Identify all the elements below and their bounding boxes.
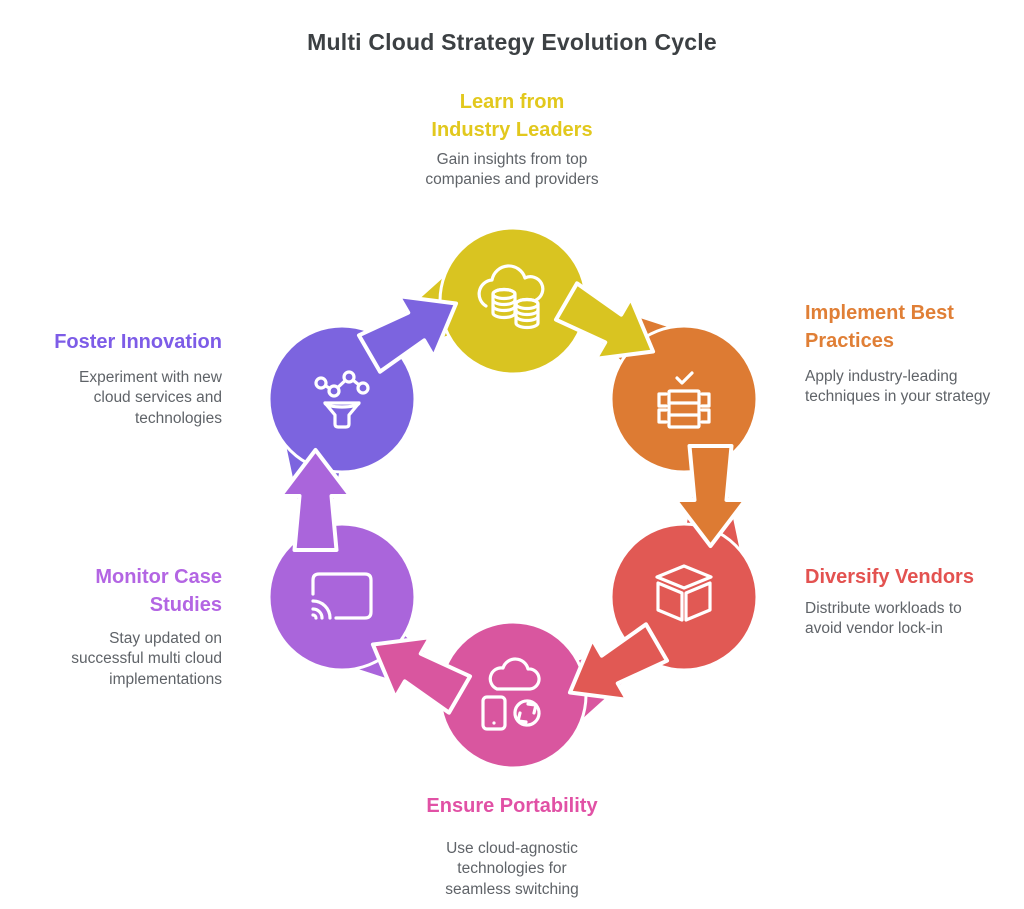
- page-title: Multi Cloud Strategy Evolution Cycle: [307, 29, 717, 55]
- arrow-diversify-to-ensure: [567, 622, 670, 702]
- step-description-implement: Apply industry-leading techniques in you…: [805, 368, 991, 406]
- step-description-monitor: Stay updated on successful multi cloud i…: [71, 630, 222, 688]
- step-heading-foster: Foster Innovation: [54, 331, 222, 353]
- step-heading-monitor: Monitor Case Studies: [95, 566, 222, 616]
- step-heading-ensure: Ensure Portability: [426, 795, 598, 817]
- network-funnel-icon: [314, 370, 370, 429]
- arrow-monitor-to-foster: [278, 448, 353, 552]
- step-description-learn: Gain insights from top companies and pro…: [425, 151, 599, 189]
- node-circle-ensure: [438, 620, 588, 770]
- step-heading-implement: Implement Best Practices: [805, 302, 954, 352]
- node-circle-monitor: [267, 522, 417, 672]
- arrow-learn-to-implement: [553, 281, 656, 361]
- arrow-implement-to-diversify: [673, 444, 748, 548]
- step-heading-diversify: Diversify Vendors: [805, 566, 974, 588]
- cycle-arrows: [278, 281, 748, 715]
- step-description-foster: Experiment with new cloud services and t…: [78, 369, 222, 427]
- cloud-device-sync-icon: [481, 657, 541, 731]
- checklist-table-icon: [657, 371, 711, 429]
- arrow-foster-to-learn: [356, 294, 459, 374]
- step-description-diversify: Distribute workloads to avoid vendor loc…: [805, 600, 962, 638]
- cast-screen-icon: [311, 572, 373, 620]
- cube-icon: [655, 564, 713, 622]
- cloud-database-icon: [477, 264, 545, 330]
- step-heading-learn: Learn from Industry Leaders: [431, 91, 593, 141]
- arrow-ensure-to-monitor: [370, 635, 473, 715]
- step-description-ensure: Use cloud-agnostic technologies for seam…: [445, 840, 579, 898]
